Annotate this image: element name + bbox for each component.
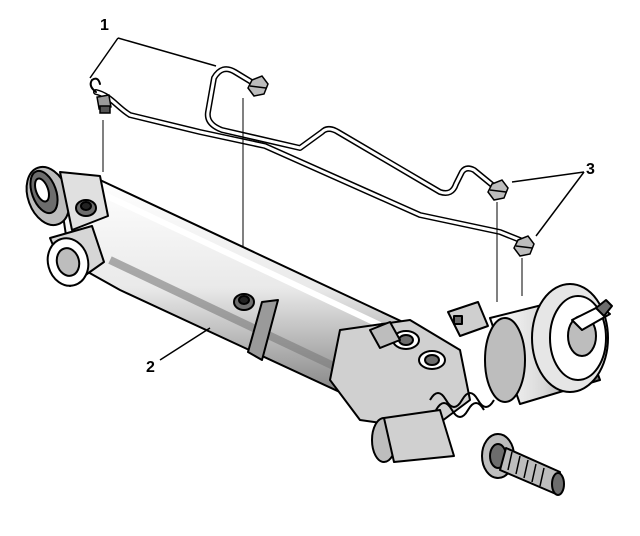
callout-leaders — [89, 37, 585, 361]
boot-coil-spring — [429, 392, 495, 418]
line-fittings — [96, 75, 535, 257]
alignment-lines — [102, 98, 523, 302]
right-end-cap — [371, 409, 515, 479]
callout-3-label: 3 — [586, 161, 595, 178]
callout-labels: 1 2 3 — [100, 17, 595, 376]
callout-1-label: 1 — [100, 17, 109, 34]
fitting-top-nut — [247, 75, 269, 97]
tie-rod-threaded-end — [499, 447, 565, 496]
mid-tube-port — [233, 293, 255, 311]
pinion-shaft — [571, 299, 613, 331]
hydraulic-lines — [89, 66, 523, 243]
valve-housing-ports — [392, 330, 446, 370]
fitting-right-upper-nut — [487, 179, 509, 201]
rack-left-end-cap — [25, 165, 109, 231]
rack-housing — [25, 165, 613, 496]
valve-housing — [329, 319, 471, 431]
fitting-left-nut — [96, 94, 112, 114]
pinion-bracket — [447, 301, 489, 337]
left-tube-port — [75, 199, 97, 217]
pinion-housing-drum — [484, 283, 609, 405]
callout-2-label: 2 — [146, 359, 155, 376]
left-mount-bushing — [46, 225, 105, 287]
fitting-right-lower-nut — [513, 235, 535, 257]
